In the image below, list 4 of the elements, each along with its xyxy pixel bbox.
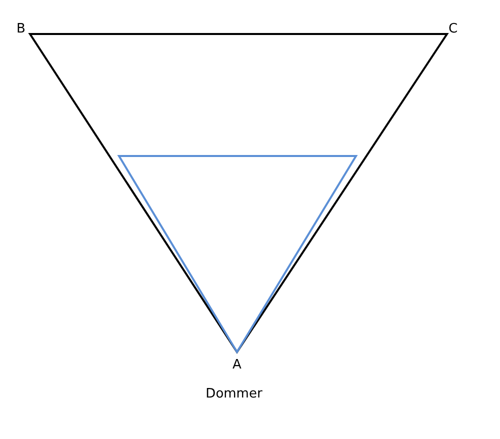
vertex-label: B <box>16 22 26 36</box>
caption: Dommer <box>206 386 262 402</box>
vertex-label: C <box>448 22 458 36</box>
vertex-label: A <box>232 358 242 372</box>
